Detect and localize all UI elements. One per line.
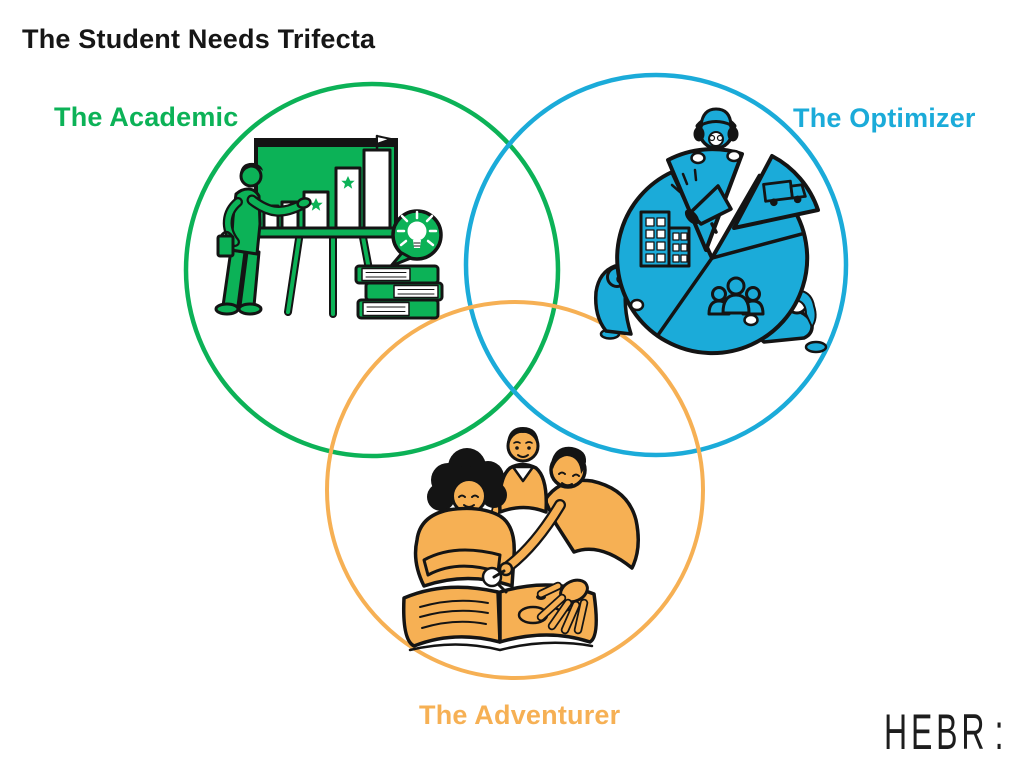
adventurer-illustration: [401, 427, 640, 652]
optimizer-illustration: [593, 107, 828, 356]
truck-icon: [762, 179, 807, 207]
bag: [216, 234, 235, 258]
bar-chart-board: [244, 134, 408, 239]
easel-tray: [244, 226, 408, 239]
operator-figure: [693, 107, 739, 150]
logo-text: HEBR: [884, 704, 989, 760]
optimizer-circle: [463, 72, 849, 458]
star-icon: [341, 176, 355, 189]
building-icon: [639, 210, 691, 268]
glove: [726, 149, 742, 163]
optimizer-label: The Optimizer: [793, 103, 976, 133]
spread-hand: [536, 578, 589, 635]
magnifier-icon: [481, 566, 508, 594]
academic-label: The Academic: [54, 102, 239, 132]
logo-colon: :: [994, 704, 1004, 760]
presenter-figure: [214, 162, 312, 316]
star-icon: [309, 198, 323, 211]
hebr-logo: HEBR:: [884, 703, 1004, 761]
pointing-arm: [492, 499, 566, 579]
books-stack: [354, 264, 444, 320]
flag-icon: [376, 135, 392, 145]
adventurer-circle: [325, 300, 705, 680]
academic-circle: [183, 81, 561, 459]
academic-illustration: [214, 134, 444, 320]
glove: [690, 151, 706, 165]
lightbulb-bubble-icon: [389, 209, 443, 268]
people-group-icon: [707, 276, 765, 316]
reader-right: [543, 446, 640, 570]
glove: [743, 313, 759, 327]
adventurer-label: The Adventurer: [419, 700, 621, 730]
reader-left: [413, 448, 516, 588]
megaphone-icon: [670, 168, 733, 234]
glove: [629, 298, 645, 312]
page-title: The Student Needs Trifecta: [22, 24, 376, 54]
